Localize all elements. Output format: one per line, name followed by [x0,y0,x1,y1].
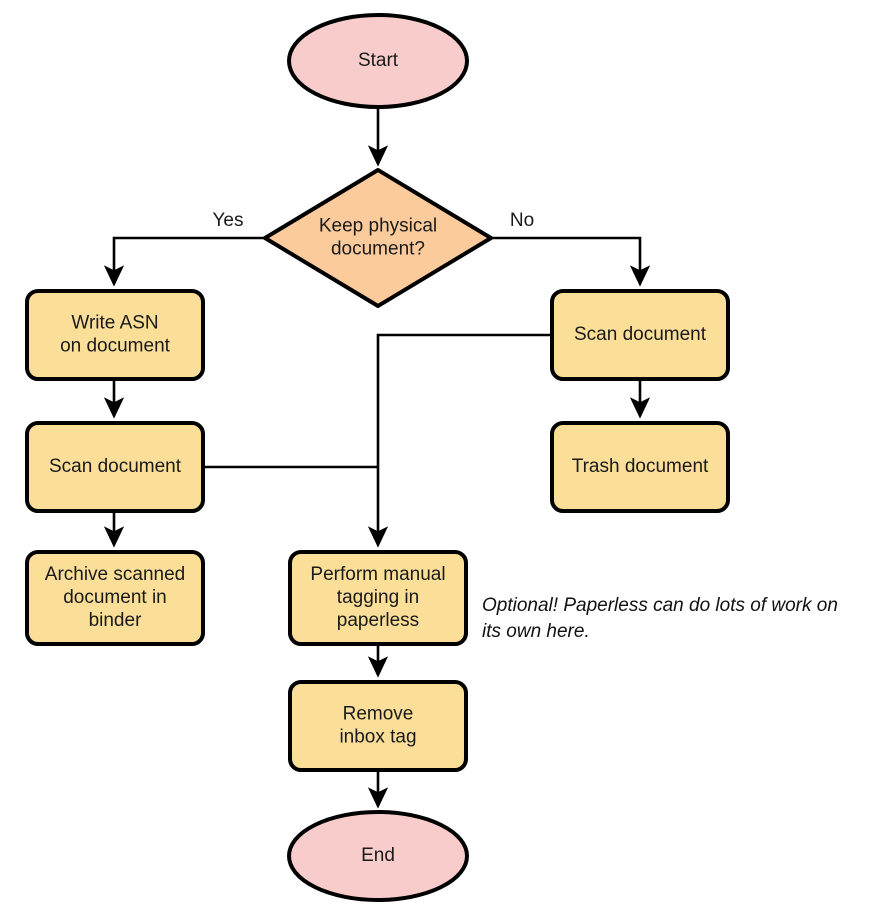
annotation-optional-note: Optional! Paperless can do lots of work … [482,595,838,642]
edge-label-yes: Yes [213,210,244,231]
node-label: End [361,845,395,866]
edge-decision-no-to-scan-right: No [491,210,651,287]
annotation-line: Optional! Paperless can do lots of work … [482,595,838,616]
process-shape [288,680,468,772]
node-label: Keep physical [319,216,437,237]
process-shape [288,550,468,646]
process-shape [25,550,205,646]
annotations-layer: Optional! Paperless can do lots of work … [482,595,838,642]
node-label: Perform manual [310,564,445,585]
node-scan-document-right[interactable]: Scan document [550,289,730,381]
process-shape [550,421,730,513]
node-label: Scan document [49,456,182,477]
node-label: Write ASN [71,313,158,334]
edge-scan-right-to-manual-tagging [367,333,552,548]
node-label: tagging in [337,587,419,608]
edge-line [103,236,265,287]
terminator-shape [287,810,469,902]
node-scan-document-left[interactable]: Scan document [25,421,205,513]
node-label: Archive scanned [45,564,185,585]
node-end[interactable]: End [287,810,469,902]
process-shape [25,421,205,513]
process-shape [25,289,205,381]
terminator-shape [287,13,469,109]
node-label: Scan document [574,324,707,345]
edge-decision-yes-to-write-asn: Yes [103,210,265,287]
node-label: inbox tag [339,727,416,748]
annotation-line: its own here. [482,621,590,642]
node-label: binder [89,610,142,631]
decision-shape [263,168,493,308]
edge-label-no: No [510,210,534,231]
node-label: document in [63,587,167,608]
node-label: Trash document [572,456,709,477]
node-label: paperless [337,610,419,631]
node-trash-document[interactable]: Trash document [550,421,730,513]
edge-line [491,236,651,287]
edges-layer: Yes No [103,107,651,809]
node-start[interactable]: Start [287,13,469,109]
node-label: Start [358,50,399,71]
edge-line [367,333,552,548]
node-label: document? [331,239,425,260]
node-label: on document [60,336,171,357]
node-label: Remove [343,704,414,725]
process-shape [550,289,730,381]
